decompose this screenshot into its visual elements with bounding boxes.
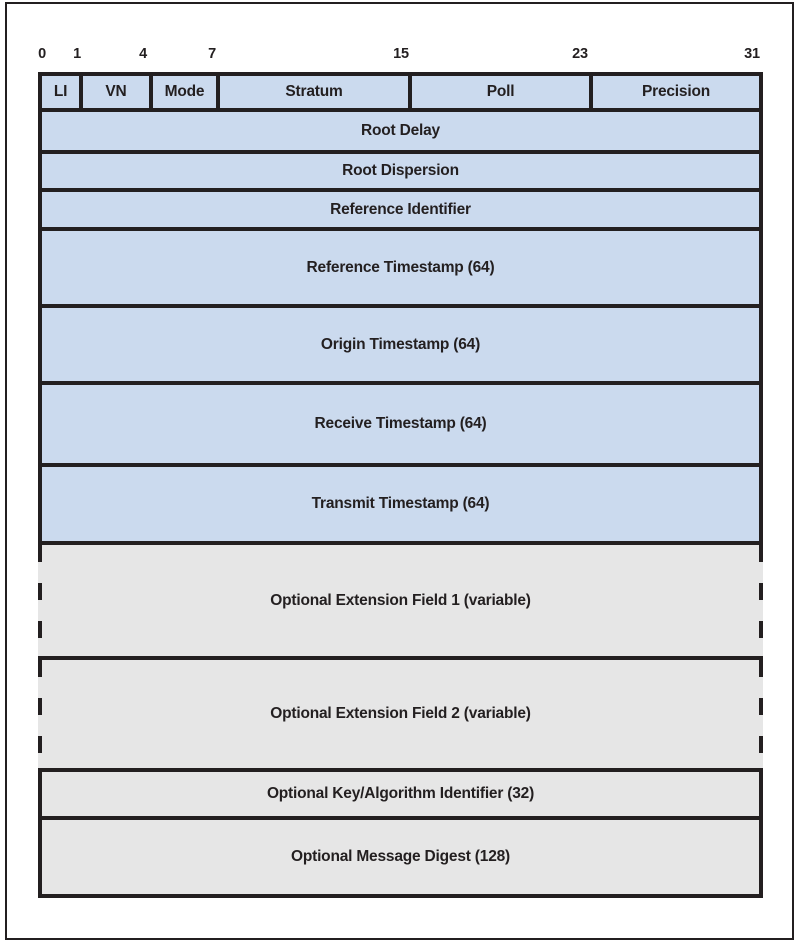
field-vn-label: VN (105, 83, 127, 100)
field-stratum-label: Stratum (285, 83, 343, 100)
field-mode: Mode (153, 76, 220, 108)
field-precision-label: Precision (642, 83, 710, 100)
field-origin-timestamp-label: Origin Timestamp (64) (320, 335, 481, 353)
field-li-label: LI (53, 83, 68, 100)
field-optional-extension-2: Optional Extension Field 2 (variable) (38, 656, 763, 772)
bit-label-0: 0 (38, 46, 46, 62)
field-optional-extension-1: Optional Extension Field 1 (variable) (38, 541, 763, 660)
field-reference-identifier: Reference Identifier (38, 188, 763, 231)
field-receive-timestamp-label: Receive Timestamp (64) (314, 415, 487, 432)
bit-label-1: 1 (73, 46, 81, 62)
header-fields-row: LI VN Mode Stratum Poll Precision (38, 72, 763, 112)
field-transmit-timestamp-label: Transmit Timestamp (64) (311, 495, 490, 512)
field-reference-timestamp: Reference Timestamp (64) (38, 227, 763, 308)
field-optional-message-digest-label: Optional Message Digest (128) (290, 848, 510, 865)
field-vn: VN (83, 76, 153, 108)
bit-label-15: 15 (393, 46, 409, 62)
bit-label-7: 7 (208, 46, 216, 62)
ntp-packet-diagram: LI VN Mode Stratum Poll Precision Root D… (38, 72, 763, 898)
field-optional-extension-2-label: Optional Extension Field 2 (variable) (270, 705, 531, 722)
page-border: 0 1 4 7 15 23 31 LI VN Mode Stratum Poll… (5, 2, 794, 940)
field-precision: Precision (593, 76, 759, 108)
field-root-delay-label: Root Delay (361, 122, 440, 139)
field-reference-identifier-label: Reference Identifier (330, 200, 471, 218)
bit-label-31: 31 (744, 46, 760, 62)
field-stratum: Stratum (220, 76, 412, 108)
field-li: LI (42, 76, 83, 108)
field-optional-key-algorithm-identifier: Optional Key/Algorithm Identifier (32) (38, 768, 763, 820)
field-optional-message-digest: Optional Message Digest (128) (38, 816, 763, 898)
field-root-dispersion-label: Root Dispersion (342, 162, 459, 179)
field-transmit-timestamp: Transmit Timestamp (64) (38, 463, 763, 545)
bit-label-4: 4 (139, 46, 147, 62)
field-mode-label: Mode (164, 83, 205, 100)
field-optional-extension-1-label: Optional Extension Field 1 (variable) (270, 591, 531, 609)
field-root-dispersion: Root Dispersion (38, 150, 763, 192)
field-root-delay: Root Delay (38, 108, 763, 154)
field-poll: Poll (412, 76, 593, 108)
field-optional-key-algorithm-identifier-label: Optional Key/Algorithm Identifier (32) (266, 785, 535, 802)
field-origin-timestamp: Origin Timestamp (64) (38, 304, 763, 385)
field-poll-label: Poll (486, 83, 515, 100)
bit-label-23: 23 (572, 46, 588, 62)
field-reference-timestamp-label: Reference Timestamp (64) (306, 258, 495, 276)
field-receive-timestamp: Receive Timestamp (64) (38, 381, 763, 467)
